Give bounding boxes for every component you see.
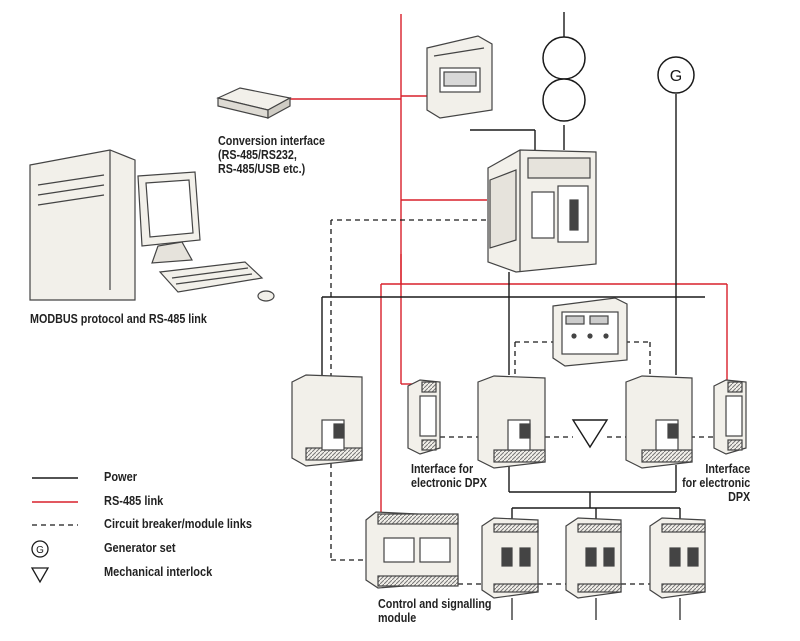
legend-power-text: Power xyxy=(104,470,138,484)
computer-keyboard xyxy=(158,261,275,302)
legend-rs485-text: RS-485 link xyxy=(104,494,164,508)
left-dpx-breaker xyxy=(291,374,363,467)
modular-breaker-1 xyxy=(481,517,539,620)
control-signalling-module-device xyxy=(365,511,459,589)
right-interface-label: Interface for electronic DPX xyxy=(681,462,750,504)
legend-links-text: Circuit breaker/module links xyxy=(104,517,252,531)
mechanical-interlock-symbol xyxy=(571,419,609,449)
legend-generator-icon xyxy=(31,540,49,558)
rs485-wiring xyxy=(290,14,728,515)
right-dpx-interface-device xyxy=(713,379,747,455)
measurement-unit-device xyxy=(552,297,628,367)
legend-interlock-icon xyxy=(30,567,50,584)
conversion-interface-label: Conversion interface (RS-485/RS232, RS-4… xyxy=(218,134,325,176)
module-links xyxy=(330,219,716,585)
centre-dpx-breaker xyxy=(477,375,546,469)
generator-letter: G xyxy=(670,68,682,85)
legend-generator-text: Generator set xyxy=(104,541,176,555)
modular-breaker-2 xyxy=(565,517,622,620)
modbus-label: MODBUS protocol and RS-485 link xyxy=(30,312,207,326)
legend-generator-letter: G xyxy=(36,545,44,556)
legend-symbols: G xyxy=(30,477,78,584)
conversion-interface-device xyxy=(216,87,292,120)
left-interface-label: Interface for electronic DPX xyxy=(411,462,487,490)
left-dpx-interface-device xyxy=(407,379,441,455)
control-module-label: Control and signalling module xyxy=(378,597,492,625)
modular-breaker-3 xyxy=(649,517,706,620)
computer-tower xyxy=(29,149,136,301)
computer-monitor xyxy=(137,171,201,264)
generator-symbol: G xyxy=(657,56,695,94)
energy-meter-device xyxy=(426,35,493,119)
power-wiring xyxy=(321,12,705,520)
legend-interlock-text: Mechanical interlock xyxy=(104,565,213,579)
right-dpx-breaker xyxy=(625,375,693,469)
transformer-symbol xyxy=(542,36,586,122)
main-circuit-breaker xyxy=(487,149,597,273)
